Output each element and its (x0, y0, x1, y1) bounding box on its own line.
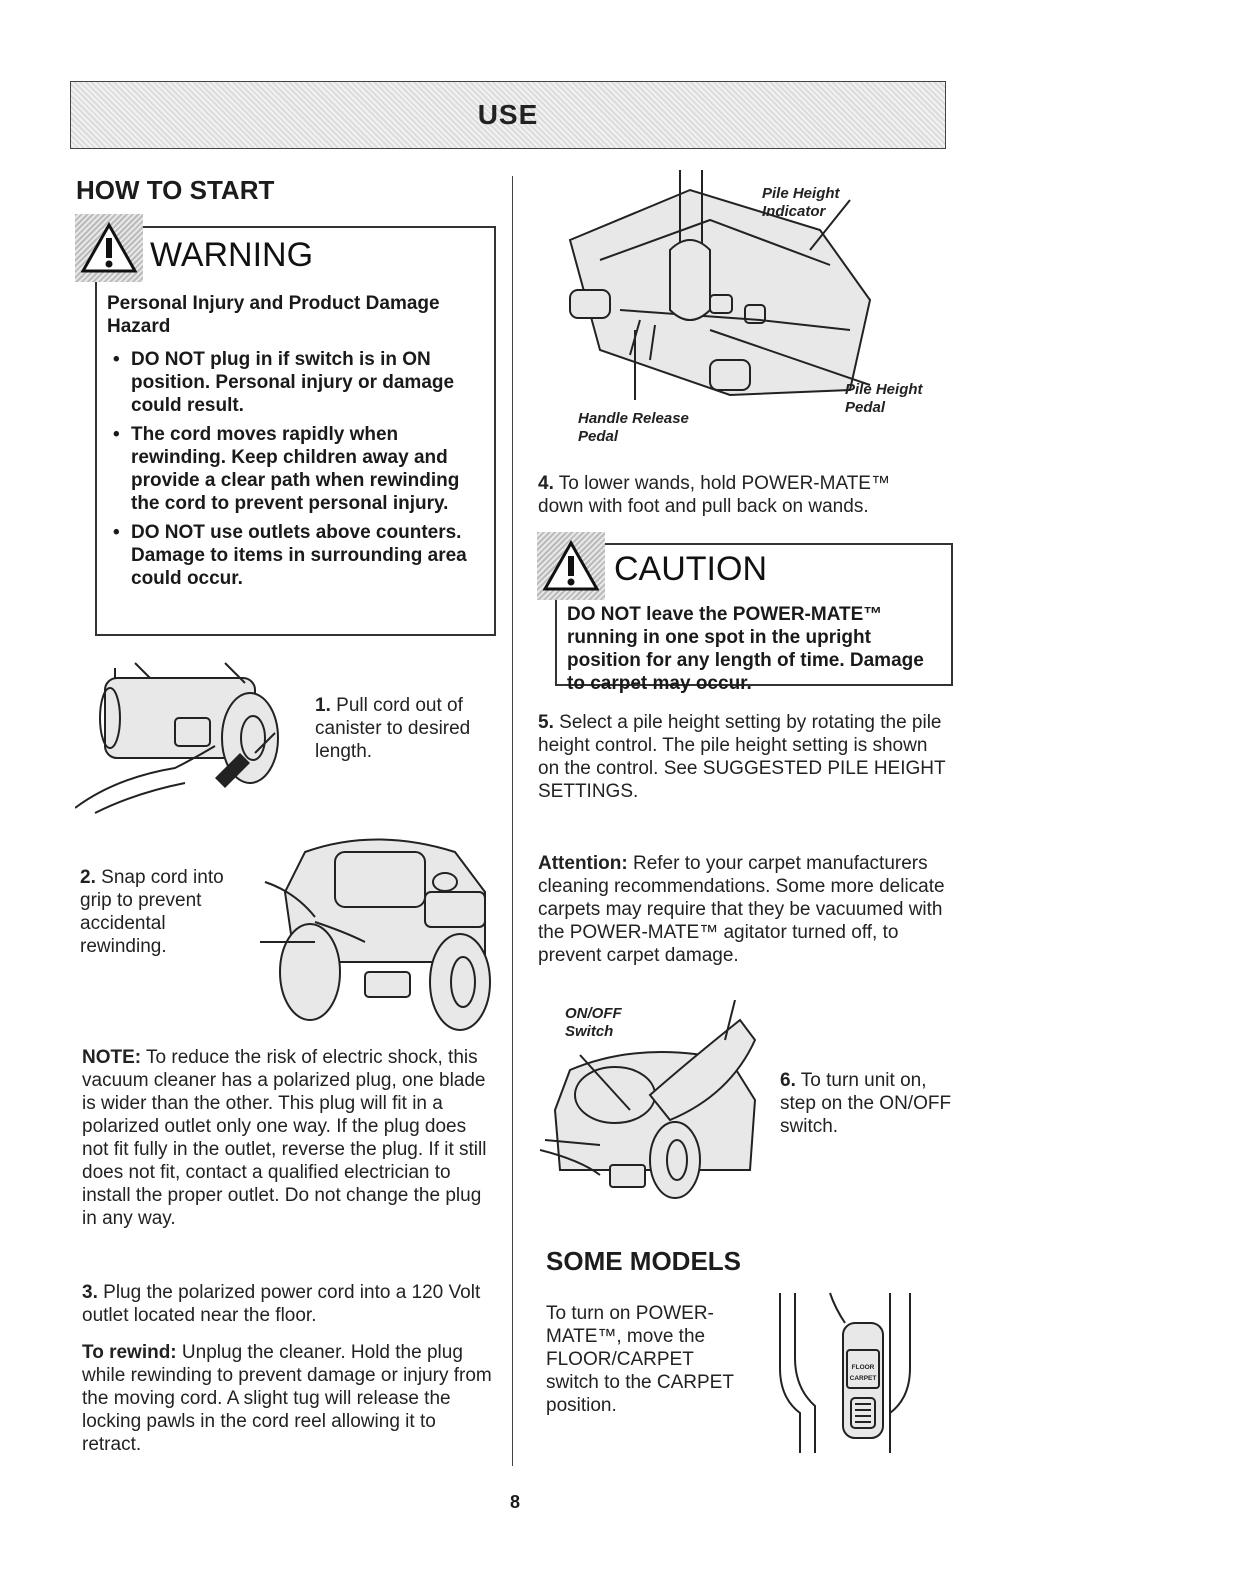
label-handle-release-pedal: Handle Release Pedal (578, 410, 689, 445)
step-6: 6. To turn unit on, step on the ON/OFF s… (780, 1070, 952, 1137)
caution-box (555, 543, 953, 686)
column-divider (512, 176, 513, 1466)
attention-paragraph: Attention: Refer to your carpet manufact… (538, 853, 945, 966)
section-title-some-models: SOME MODELS (546, 1246, 742, 1276)
rewind-paragraph: To rewind: Unplug the cleaner. Hold the … (82, 1342, 492, 1455)
switch-label-carpet: CARPET (849, 1375, 877, 1382)
warning-item: DO NOT use outlets above counters. Damag… (113, 521, 491, 590)
section-title-how-to-start: HOW TO START (76, 175, 275, 205)
caution-heading: CAUTION (614, 550, 767, 588)
step-2: 2. Snap cord into grip to prevent accide… (80, 867, 224, 957)
warning-triangle-icon (75, 214, 143, 282)
label-pile-height-pedal: Pile Height Pedal (845, 381, 923, 416)
step-3: 3. Plug the polarized power cord into a … (82, 1282, 481, 1326)
warning-hazard: Personal Injury and Product Damage Hazar… (107, 293, 440, 337)
step-4: 4. To lower wands, hold POWER-MATE™ down… (538, 473, 890, 517)
warning-item: The cord moves rapidly when rewinding. K… (113, 423, 491, 515)
step-5: 5. Select a pile height setting by rotat… (538, 712, 946, 802)
power-mate-illustration (568, 170, 872, 400)
warning-item: DO NOT plug in if switch is in ON positi… (113, 348, 491, 417)
switch-label-floor: FLOOR (851, 1364, 875, 1371)
label-pile-height-indicator: Pile Height Indicator (762, 185, 840, 220)
caution-triangle-icon (537, 532, 605, 600)
some-models-text: To turn on POWER-MATE™, move the FLOOR/C… (546, 1303, 734, 1416)
floor-carpet-switch-illustration (779, 1292, 911, 1453)
step-1: 1. Pull cord out of canister to desired … (315, 695, 471, 762)
onoff-switch-illustration (540, 1000, 757, 1199)
warning-list: DO NOT plug in if switch is in ON positi… (107, 348, 491, 596)
label-onoff-switch: ON/OFF Switch (565, 1005, 622, 1040)
caution-text: DO NOT leave the POWER-MATE™ running in … (567, 604, 924, 694)
page-number: 8 (509, 1492, 520, 1512)
section-banner: USE (70, 81, 946, 149)
banner-title: USE (477, 99, 539, 130)
snap-cord-illustration (260, 838, 491, 1031)
warning-heading: WARNING (150, 236, 314, 274)
pull-cord-illustration (75, 662, 279, 814)
note-paragraph: NOTE: To reduce the risk of electric sho… (82, 1047, 487, 1229)
